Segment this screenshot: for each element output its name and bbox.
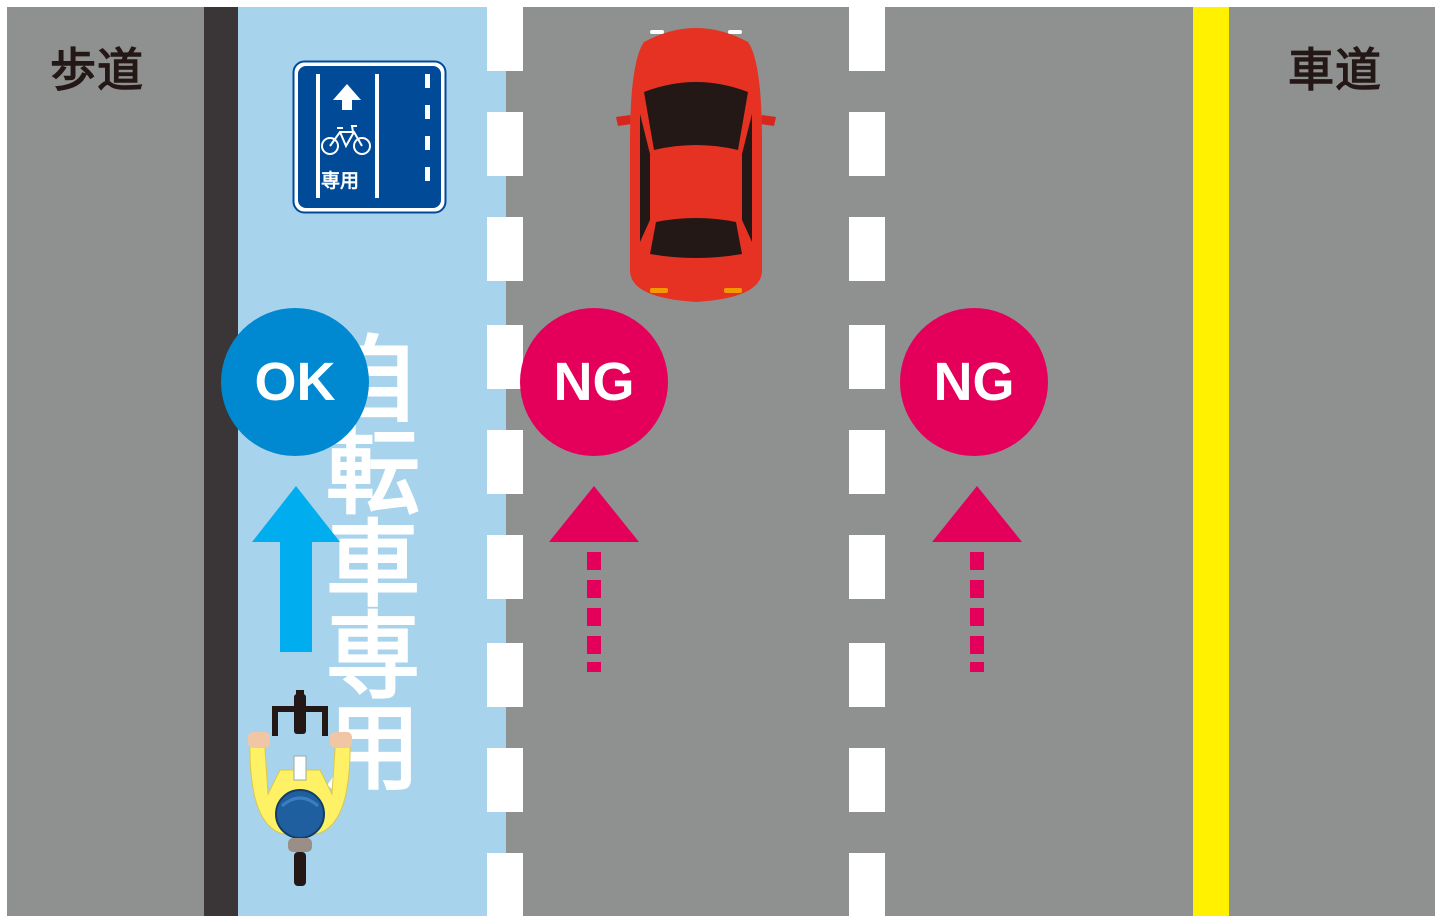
ng-direction-arrow-icon-2 bbox=[932, 486, 1022, 676]
bicycle-lane-sign: 専用 bbox=[292, 60, 447, 214]
center-line bbox=[1193, 7, 1229, 916]
ng-badge-lane-2: NG bbox=[900, 308, 1048, 456]
lane-char-4: 専 bbox=[325, 603, 420, 712]
lane-char-3: 車 bbox=[325, 511, 420, 620]
cyclist-icon bbox=[244, 690, 356, 890]
curb bbox=[204, 7, 238, 916]
bicycle-lane-marking: 自 転 車 専 用 bbox=[318, 335, 428, 797]
ng-badge-lane-1: NG bbox=[520, 308, 668, 456]
car bbox=[614, 22, 778, 304]
bicycle-icon bbox=[321, 125, 371, 155]
lane-divider-right bbox=[849, 7, 885, 916]
sign-text: 専用 bbox=[321, 170, 360, 192]
ng-direction-arrow-icon-1 bbox=[549, 486, 639, 676]
ok-direction-arrow-icon bbox=[252, 486, 340, 652]
lane-divider-left bbox=[487, 7, 523, 916]
lane-char-2: 転 bbox=[325, 419, 420, 528]
up-arrow-icon bbox=[333, 84, 361, 110]
ok-badge: OK bbox=[221, 308, 369, 456]
roadway-label: 車道 bbox=[1288, 43, 1382, 97]
sidewalk-label: 歩道 bbox=[50, 43, 144, 97]
